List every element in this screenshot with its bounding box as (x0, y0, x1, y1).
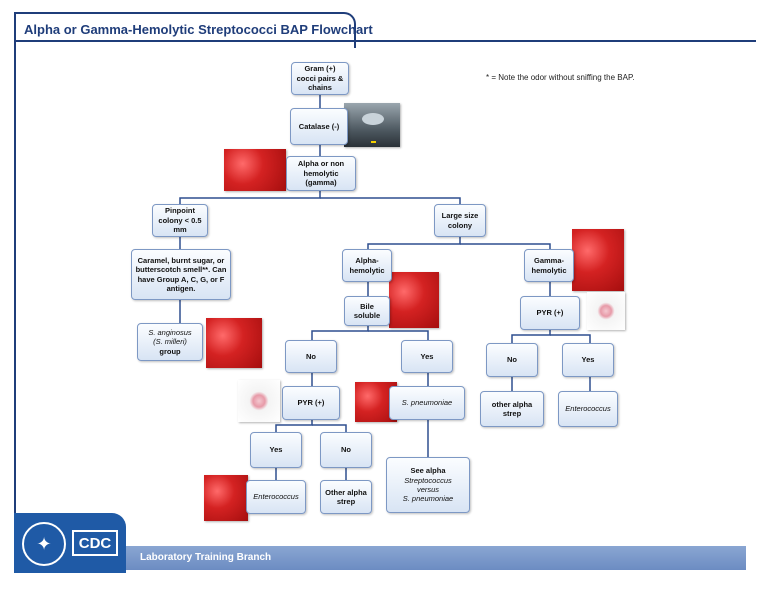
anginosus-name: S. anginosus (148, 327, 192, 337)
title-tab (14, 12, 356, 48)
node-bile-yes[interactable]: Yes (401, 340, 453, 373)
cdc-logo[interactable]: CDC (72, 530, 118, 556)
node-alpha-or-gamma[interactable]: Alpha or non hemolytic (gamma) (286, 156, 356, 191)
node-other-alpha-strep-left[interactable]: Other alpha strep (320, 480, 372, 514)
see-alpha-text: See alpha (410, 466, 446, 476)
node-alpha-hemolytic[interactable]: Alpha-hemolytic (342, 249, 392, 282)
alpha-bap-photo (224, 149, 286, 191)
group-label: group (159, 346, 181, 356)
odor-note: * = Note the odor without sniffing the B… (486, 73, 635, 82)
node-bile-soluble[interactable]: Bile soluble (344, 296, 390, 326)
streptococcus-text: Streptococcus (404, 475, 452, 485)
node-s-pneumoniae[interactable]: S. pneumoniae (389, 386, 465, 420)
catalase-bubble-icon (362, 113, 384, 125)
pyr-left-photo (238, 380, 280, 422)
node-pyr-left[interactable]: PYR (+) (282, 386, 340, 420)
catalase-photo (344, 103, 400, 147)
node-enterococcus-right[interactable]: Enterococcus (558, 391, 618, 427)
node-gram-positive[interactable]: Gram (+) cocci pairs & chains (291, 62, 349, 95)
footer-text: Laboratory Training Branch (140, 552, 272, 563)
node-pinpoint-colony[interactable]: Pinpoint colony < 0.5 mm (152, 204, 208, 237)
node-anginosus-group[interactable]: S. anginosus (S. milleri) group (137, 323, 203, 361)
gamma-bap-photo (572, 229, 624, 291)
node-pyr-left-no[interactable]: No (320, 432, 372, 468)
node-bile-no[interactable]: No (285, 340, 337, 373)
page-title: Alpha or Gamma-Hemolytic Streptococci BA… (24, 22, 373, 37)
anginosus-photo (206, 318, 262, 368)
pyr-right-photo (587, 292, 625, 330)
entero-photo (204, 475, 248, 521)
node-see-alpha[interactable]: See alpha Streptococcus versus S. pneumo… (386, 457, 470, 513)
node-pyr-no[interactable]: No (486, 343, 538, 377)
pneumoniae-text: S. pneumoniae (402, 494, 454, 504)
node-other-alpha-strep-right[interactable]: other alpha strep (480, 391, 544, 427)
node-enterococcus-left[interactable]: Enterococcus (246, 480, 306, 514)
footer-bar (124, 546, 746, 570)
content-frame (14, 40, 756, 570)
versus-text: versus (416, 485, 440, 494)
node-gamma-hemolytic[interactable]: Gamma-hemolytic (524, 249, 574, 282)
node-large-colony[interactable]: Large size colony (434, 204, 486, 237)
node-caramel-smell[interactable]: Caramel, burnt sugar, or butterscotch sm… (131, 249, 231, 300)
node-pyr-yes[interactable]: Yes (562, 343, 614, 377)
node-catalase-negative[interactable]: Catalase (-) (290, 108, 348, 145)
milleri-name: (S. milleri) (153, 337, 187, 347)
node-pyr-left-yes[interactable]: Yes (250, 432, 302, 468)
bile-photo (389, 272, 439, 328)
hhs-eagle-icon: ✦ (22, 522, 66, 566)
node-pyr-right[interactable]: PYR (+) (520, 296, 580, 330)
catalase-marker-icon (371, 141, 376, 143)
